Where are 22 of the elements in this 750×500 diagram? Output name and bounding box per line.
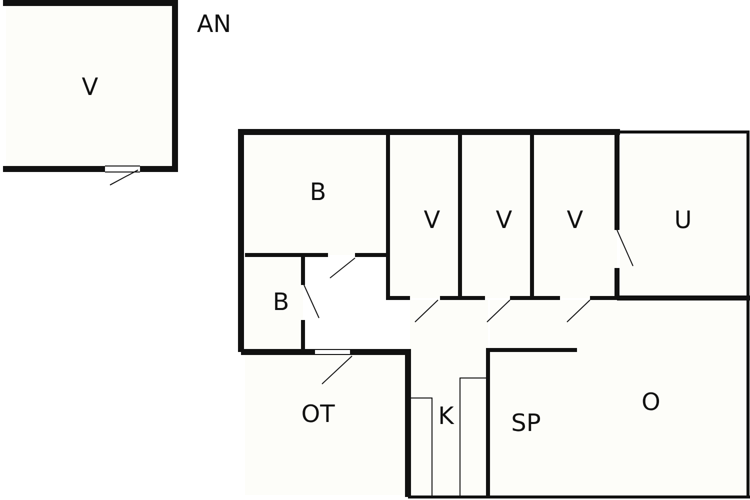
room (245, 258, 303, 352)
room-label: O (642, 388, 660, 416)
room-label: U (674, 206, 692, 234)
room-label: B (272, 288, 290, 316)
area-label: AN (196, 10, 232, 38)
room (6, 6, 172, 166)
room-label: K (438, 402, 454, 430)
room-label: OT (301, 400, 335, 428)
room (390, 137, 460, 298)
room-label: V (496, 206, 512, 234)
room (490, 300, 748, 497)
room (245, 355, 408, 495)
room (410, 300, 488, 497)
room (245, 137, 388, 255)
room (620, 137, 748, 298)
room-label: V (424, 206, 440, 234)
room-label: V (82, 73, 98, 101)
room-label: SP (511, 409, 541, 437)
room-label: B (310, 178, 326, 206)
room (462, 137, 532, 298)
room-label: V (566, 206, 584, 234)
room (534, 137, 617, 298)
